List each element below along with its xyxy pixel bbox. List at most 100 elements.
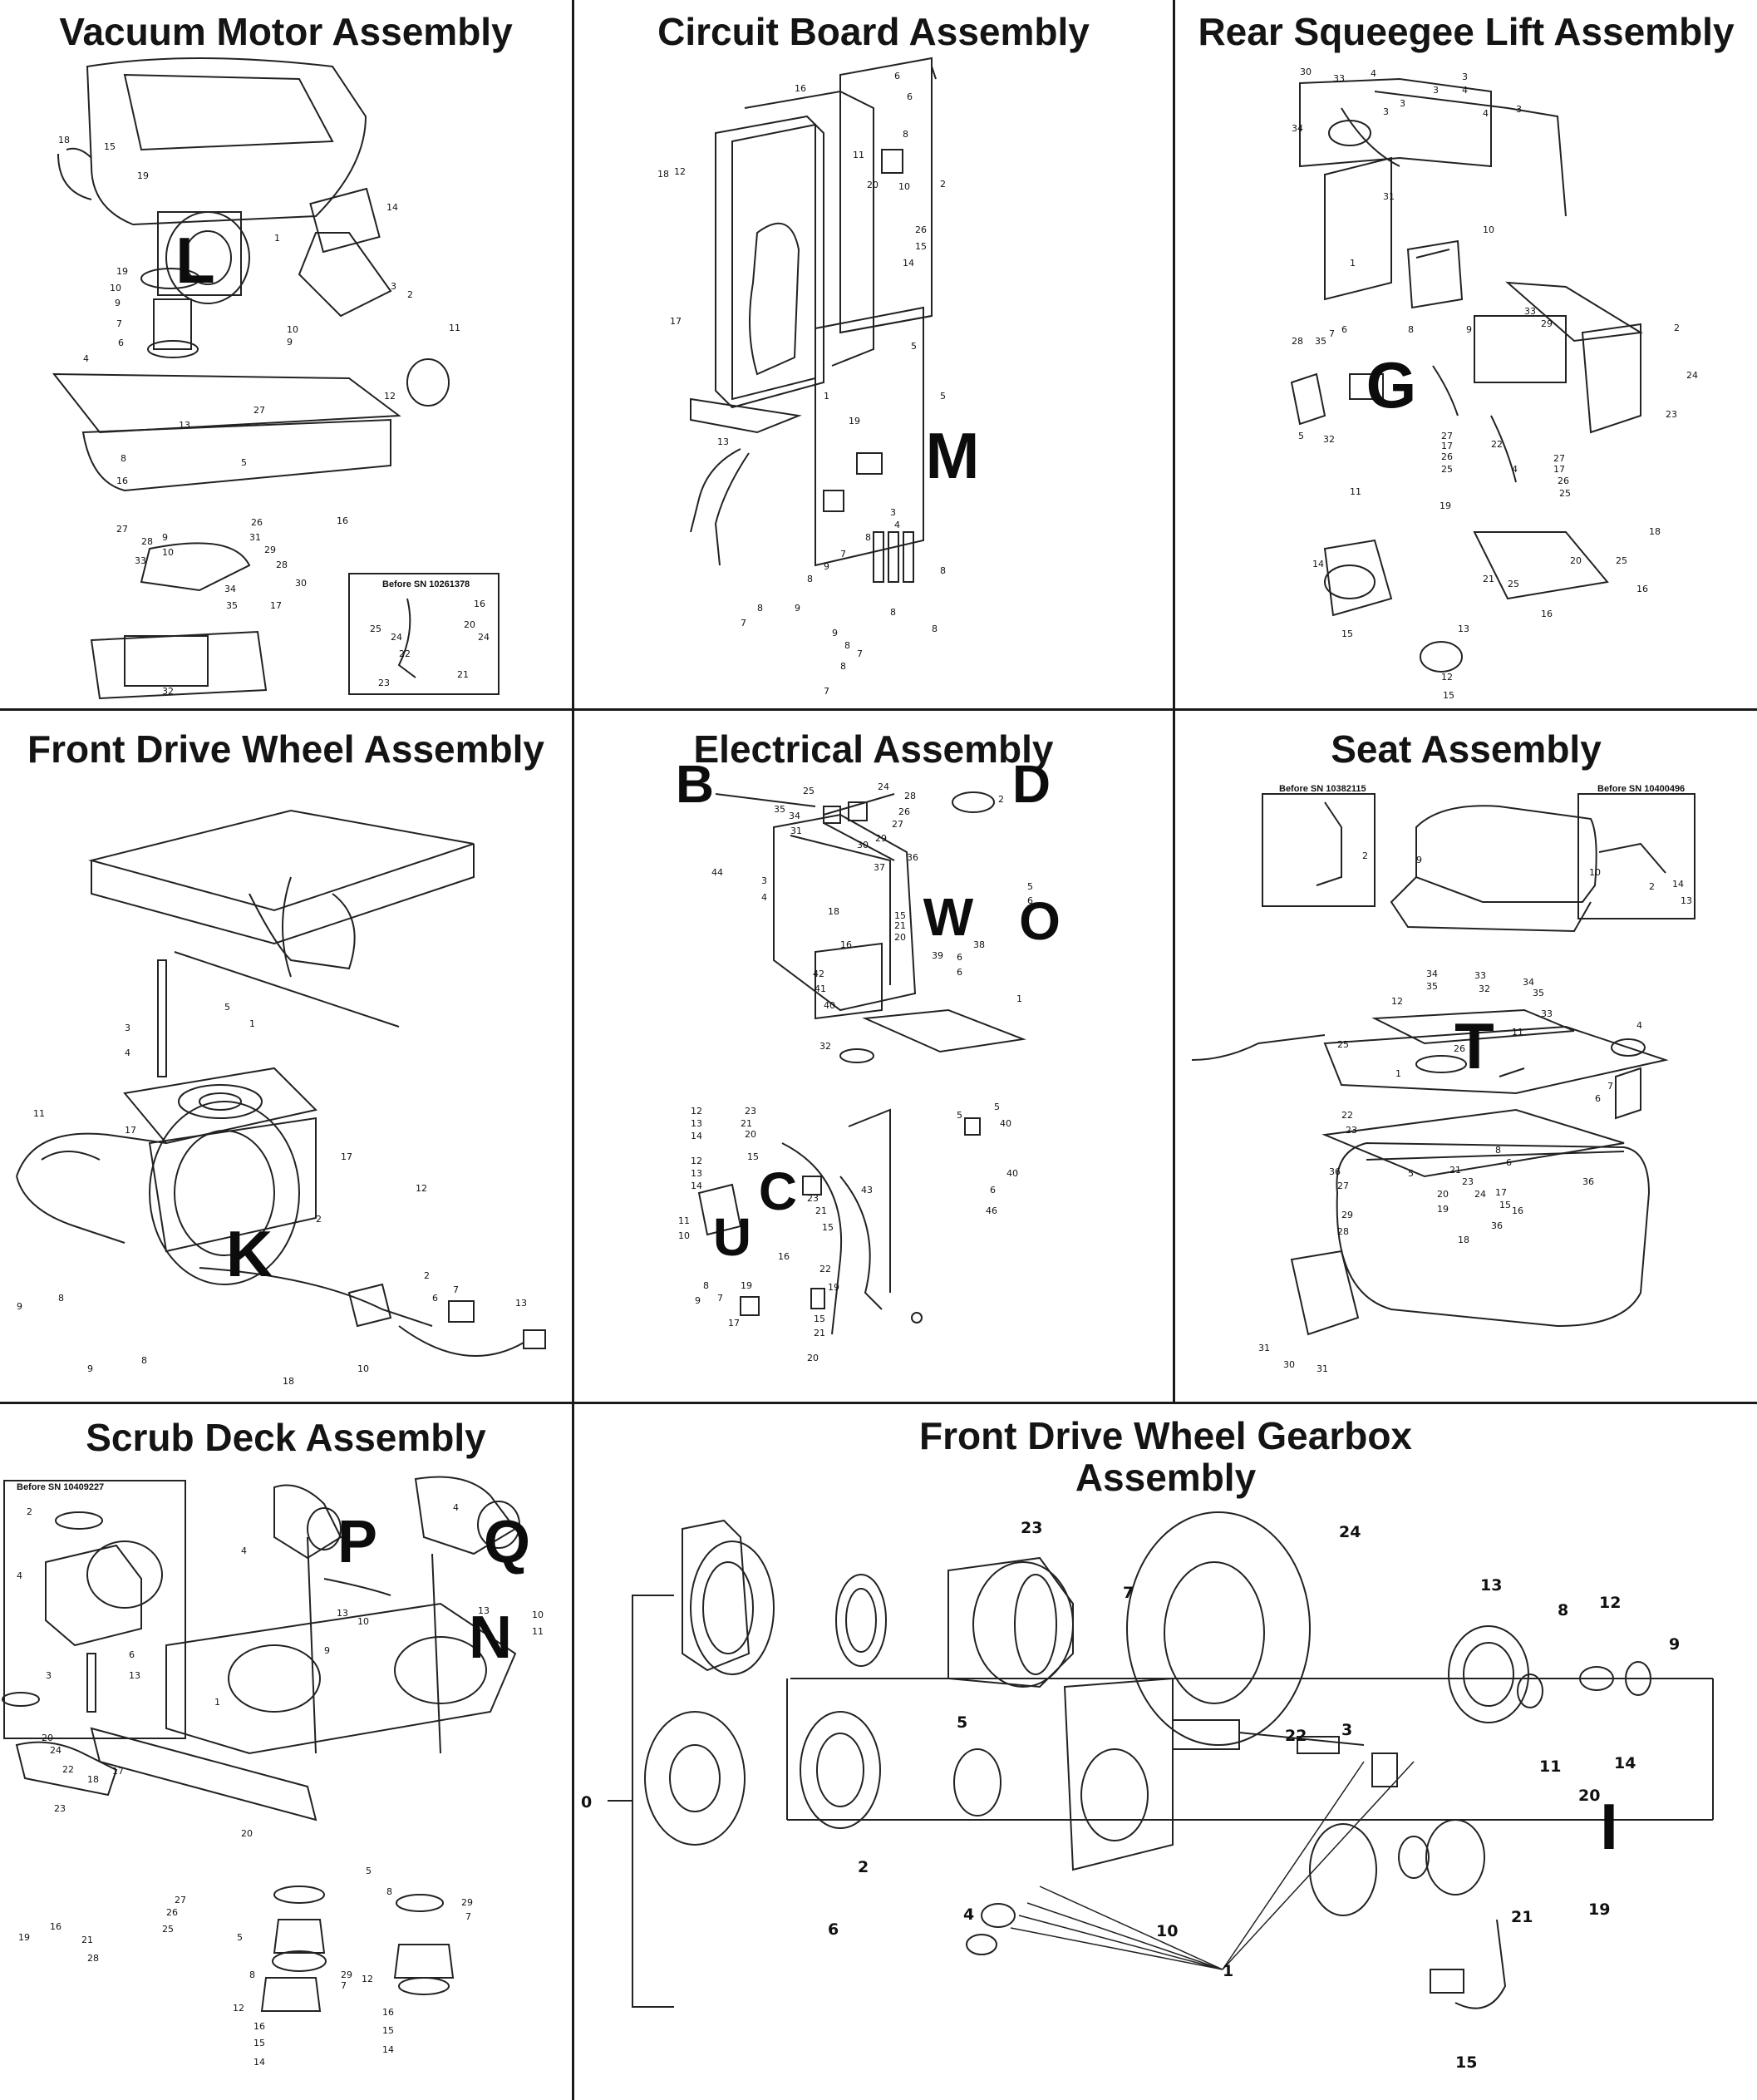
svg-text:17: 17 bbox=[1441, 441, 1453, 451]
svg-text:4: 4 bbox=[125, 1048, 130, 1058]
svg-text:31: 31 bbox=[1258, 1343, 1270, 1353]
svg-text:12: 12 bbox=[416, 1183, 427, 1194]
svg-text:34: 34 bbox=[1523, 977, 1534, 988]
svg-text:20: 20 bbox=[464, 619, 475, 630]
svg-text:6: 6 bbox=[1341, 324, 1347, 335]
svg-text:19: 19 bbox=[137, 170, 149, 181]
svg-text:21: 21 bbox=[815, 1205, 827, 1216]
svg-text:35: 35 bbox=[226, 600, 238, 611]
svg-text:17: 17 bbox=[1553, 464, 1565, 475]
svg-text:17: 17 bbox=[270, 600, 282, 611]
svg-text:5: 5 bbox=[1027, 881, 1033, 892]
svg-text:27: 27 bbox=[1553, 453, 1565, 464]
svg-text:13: 13 bbox=[1480, 1576, 1502, 1595]
svg-text:10: 10 bbox=[898, 181, 910, 192]
svg-text:17: 17 bbox=[728, 1318, 740, 1329]
svg-text:14: 14 bbox=[382, 2044, 394, 2055]
svg-text:16: 16 bbox=[253, 2021, 265, 2032]
panel-electrical: Electrical Assembly B D W bbox=[574, 711, 1173, 1402]
svg-text:8: 8 bbox=[703, 1280, 709, 1291]
svg-text:25: 25 bbox=[370, 624, 381, 634]
svg-text:31: 31 bbox=[790, 826, 802, 836]
svg-text:8: 8 bbox=[121, 453, 126, 464]
svg-text:27: 27 bbox=[116, 524, 128, 535]
inset-note-right: Before SN 10400496 bbox=[1597, 784, 1685, 794]
divider-vertical-3 bbox=[572, 1403, 574, 2100]
svg-text:24: 24 bbox=[1686, 370, 1698, 381]
svg-text:28: 28 bbox=[141, 536, 153, 547]
svg-text:21: 21 bbox=[81, 1935, 93, 1945]
svg-text:6: 6 bbox=[828, 1920, 839, 1939]
svg-text:10: 10 bbox=[357, 1363, 369, 1374]
svg-text:22: 22 bbox=[819, 1264, 831, 1274]
panel-title-line1: Front Drive Wheel Gearbox bbox=[918, 1414, 1412, 1457]
svg-text:8: 8 bbox=[890, 607, 896, 618]
svg-text:18: 18 bbox=[1458, 1235, 1469, 1245]
svg-text:26: 26 bbox=[251, 517, 263, 528]
svg-text:5: 5 bbox=[224, 1002, 230, 1013]
svg-text:20: 20 bbox=[1578, 1787, 1600, 1805]
panel-title: Circuit Board Assembly bbox=[657, 10, 1090, 53]
svg-text:8: 8 bbox=[903, 129, 908, 140]
svg-text:24: 24 bbox=[50, 1745, 62, 1756]
svg-text:6: 6 bbox=[990, 1185, 996, 1195]
svg-text:4: 4 bbox=[241, 1545, 247, 1556]
svg-text:32: 32 bbox=[819, 1041, 831, 1052]
svg-text:21: 21 bbox=[1511, 1908, 1533, 1926]
divider-vertical-2 bbox=[1173, 0, 1175, 1403]
svg-text:15: 15 bbox=[1499, 1200, 1511, 1210]
svg-text:11: 11 bbox=[449, 323, 460, 333]
svg-text:29: 29 bbox=[875, 833, 887, 844]
svg-text:30: 30 bbox=[857, 840, 869, 850]
svg-text:31: 31 bbox=[1317, 1363, 1328, 1374]
divider-horizontal-1 bbox=[0, 708, 1757, 711]
svg-text:14: 14 bbox=[253, 2057, 265, 2068]
svg-text:6: 6 bbox=[118, 338, 124, 348]
svg-text:3: 3 bbox=[1341, 1721, 1352, 1739]
svg-text:17: 17 bbox=[1495, 1187, 1507, 1198]
svg-text:5: 5 bbox=[994, 1102, 1000, 1112]
svg-text:39: 39 bbox=[932, 950, 943, 961]
svg-text:16: 16 bbox=[778, 1251, 790, 1262]
svg-text:14: 14 bbox=[1614, 1754, 1636, 1772]
svg-text:11: 11 bbox=[1539, 1757, 1561, 1776]
svg-text:7: 7 bbox=[453, 1284, 459, 1295]
svg-text:26: 26 bbox=[915, 224, 927, 235]
svg-text:23: 23 bbox=[1462, 1176, 1474, 1187]
svg-text:4: 4 bbox=[1636, 1020, 1642, 1031]
svg-text:9: 9 bbox=[87, 1363, 93, 1374]
svg-text:41: 41 bbox=[815, 983, 826, 994]
svg-text:4: 4 bbox=[1462, 85, 1468, 96]
letter-w-callout: W bbox=[923, 887, 974, 947]
svg-text:9: 9 bbox=[1416, 855, 1422, 865]
svg-text:15: 15 bbox=[253, 2038, 265, 2048]
svg-text:34: 34 bbox=[1426, 969, 1438, 979]
svg-text:15: 15 bbox=[382, 2025, 394, 2036]
svg-text:24: 24 bbox=[1474, 1189, 1486, 1200]
letter-b-callout: B bbox=[676, 754, 714, 814]
svg-text:6: 6 bbox=[1027, 895, 1033, 906]
letter-n-callout: N bbox=[469, 1605, 512, 1671]
svg-text:10: 10 bbox=[532, 1610, 544, 1620]
svg-text:13: 13 bbox=[691, 1118, 702, 1129]
svg-text:1: 1 bbox=[1016, 993, 1022, 1004]
svg-text:2: 2 bbox=[1674, 323, 1680, 333]
svg-text:13: 13 bbox=[691, 1168, 702, 1179]
svg-text:19: 19 bbox=[828, 1282, 839, 1293]
svg-text:19: 19 bbox=[1437, 1204, 1449, 1215]
panel-gearbox: Front Drive Wheel Gearbox Assembly bbox=[574, 1404, 1757, 2100]
svg-text:8: 8 bbox=[58, 1293, 64, 1304]
svg-text:6: 6 bbox=[129, 1649, 135, 1660]
svg-text:7: 7 bbox=[1607, 1081, 1613, 1092]
svg-text:5: 5 bbox=[366, 1866, 372, 1876]
svg-text:20: 20 bbox=[241, 1828, 253, 1839]
svg-text:8: 8 bbox=[865, 532, 871, 543]
svg-text:22: 22 bbox=[1491, 439, 1503, 450]
svg-text:6: 6 bbox=[957, 967, 962, 978]
svg-text:17: 17 bbox=[341, 1151, 352, 1162]
svg-text:5: 5 bbox=[957, 1713, 967, 1732]
svg-text:30: 30 bbox=[1283, 1359, 1295, 1370]
panel-title: Electrical Assembly bbox=[693, 727, 1054, 771]
svg-text:2: 2 bbox=[940, 179, 946, 190]
